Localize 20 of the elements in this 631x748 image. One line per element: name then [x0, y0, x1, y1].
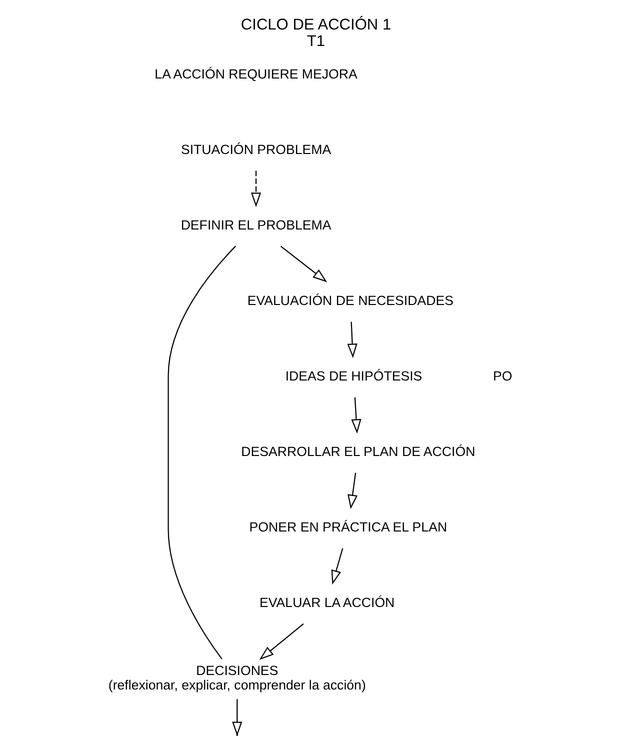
arrow	[330, 548, 343, 585]
node-text: DESARROLLAR EL PLAN DE ACCIÓN	[240, 444, 475, 459]
node-text: EVALUACIÓN DE NECESIDADES	[246, 292, 454, 308]
arrow	[258, 623, 304, 660]
arrow	[347, 472, 358, 510]
label: PO	[492, 368, 512, 384]
connector	[167, 246, 236, 660]
node-text: DECISIONES (reflexionar, explicar, comprender la acción)	[108, 663, 366, 693]
node-text: IDEAS DE HIPÓTESIS	[284, 368, 422, 384]
node-text: EVALUAR LA ACCIÓN	[259, 594, 394, 610]
label: LA ACCIÓN REQUIERE MEJORA	[154, 66, 357, 82]
arrow	[250, 170, 261, 208]
arrow	[346, 322, 357, 358]
arrow	[350, 397, 361, 434]
caption: T1	[306, 33, 325, 50]
node-text: PONER EN PRÁCTICA EL PLAN	[248, 519, 447, 534]
arrow	[280, 246, 327, 282]
node-text: DEFINIR EL PROBLEMA	[180, 217, 331, 232]
diagram-title: CICLO DE ACCIÓN 1	[240, 16, 391, 34]
node-text: SITUACIÓN PROBLEMA	[180, 142, 331, 157]
